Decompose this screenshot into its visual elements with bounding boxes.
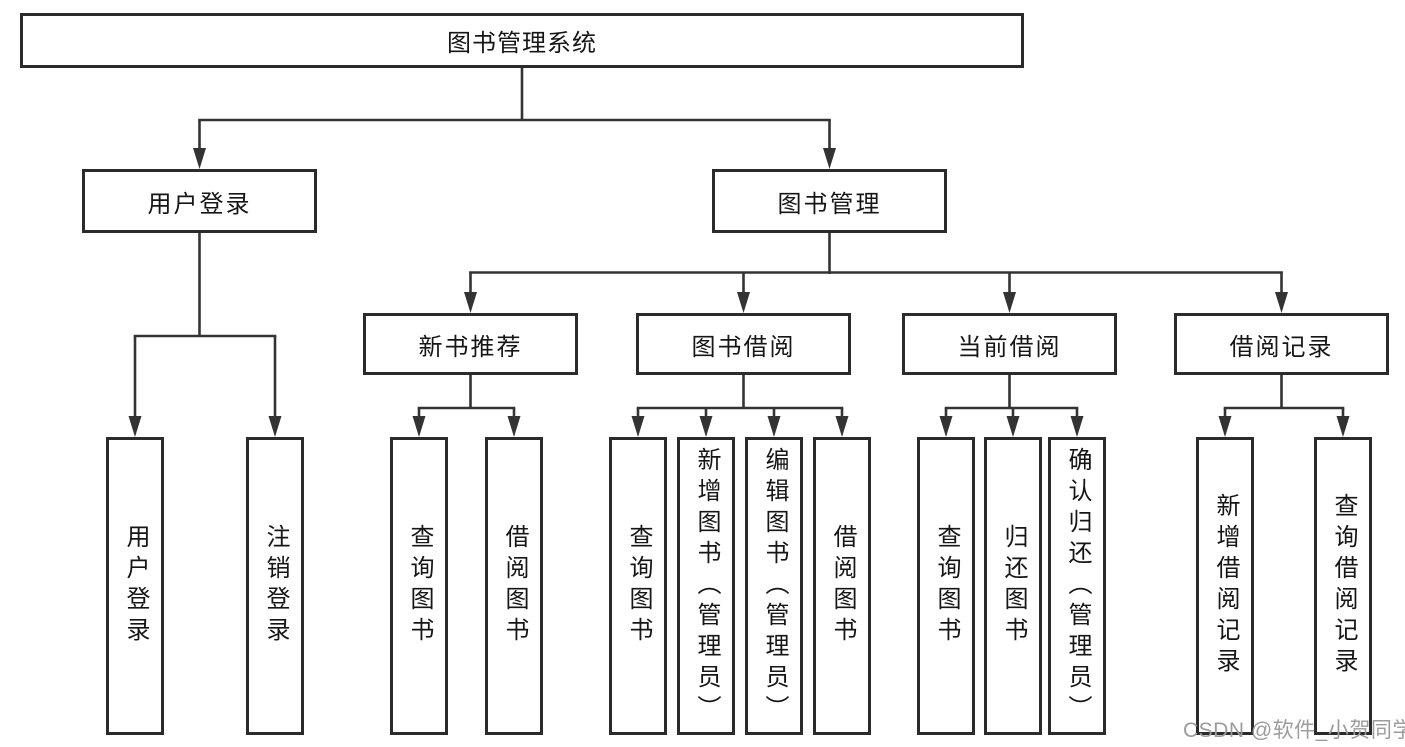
node-leaf-confirm-return-admin: 确认归还（管理员） bbox=[1048, 437, 1106, 735]
node-label: 借阅图书 bbox=[829, 524, 856, 648]
node-label: 借阅图书 bbox=[501, 524, 528, 648]
node-label: 新增借阅记录 bbox=[1212, 493, 1239, 679]
node-label: 图书管理 bbox=[777, 190, 882, 218]
node-leaf-query-book-recommend: 查询图书 bbox=[390, 437, 448, 735]
node-leaf-return-book: 归还图书 bbox=[984, 437, 1042, 735]
node-label: 查询图书 bbox=[933, 524, 960, 648]
node-label: 编辑图书（管理员） bbox=[761, 446, 788, 726]
node-borrow-record: 借阅记录 bbox=[1174, 313, 1389, 375]
node-label: 借阅记录 bbox=[1229, 333, 1334, 361]
node-book-borrow: 图书借阅 bbox=[636, 313, 851, 375]
node-current-borrow: 当前借阅 bbox=[902, 313, 1117, 375]
node-label: 新书推荐 bbox=[418, 333, 523, 361]
node-new-book-recommend: 新书推荐 bbox=[363, 313, 578, 375]
node-label: 图书借阅 bbox=[691, 333, 796, 361]
node-leaf-add-book-admin: 新增图书（管理员） bbox=[677, 437, 735, 735]
node-root-library-system: 图书管理系统 bbox=[20, 13, 1024, 68]
node-leaf-query-book-current: 查询图书 bbox=[917, 437, 975, 735]
node-label: 新增图书（管理员） bbox=[693, 446, 720, 726]
node-leaf-user-login: 用户登录 bbox=[106, 437, 164, 735]
node-label: 图书管理系统 bbox=[447, 30, 597, 57]
node-label: 注销登录 bbox=[262, 524, 289, 648]
node-leaf-query-borrow-record: 查询借阅记录 bbox=[1314, 437, 1372, 735]
node-label: 归还图书 bbox=[1000, 524, 1027, 648]
node-leaf-borrow-book: 借阅图书 bbox=[813, 437, 871, 735]
node-leaf-query-book-borrow: 查询图书 bbox=[609, 437, 667, 735]
node-label: 用户登录 bbox=[122, 524, 149, 648]
node-label: 查询借阅记录 bbox=[1330, 493, 1357, 679]
node-label: 查询图书 bbox=[406, 524, 433, 648]
node-book-management: 图书管理 bbox=[712, 169, 947, 233]
node-label: 确认归还（管理员） bbox=[1064, 446, 1091, 726]
node-user-login: 用户登录 bbox=[82, 169, 317, 233]
node-label: 用户登录 bbox=[147, 190, 252, 218]
node-leaf-borrow-book-recommend: 借阅图书 bbox=[485, 437, 543, 735]
node-leaf-edit-book-admin: 编辑图书（管理员） bbox=[745, 437, 803, 735]
node-leaf-add-borrow-record: 新增借阅记录 bbox=[1196, 437, 1254, 735]
node-leaf-logout: 注销登录 bbox=[246, 437, 304, 735]
node-label: 当前借阅 bbox=[957, 333, 1062, 361]
watermark: CSDN @软件_小贺同学 bbox=[1183, 719, 1405, 742]
node-label: 查询图书 bbox=[625, 524, 652, 648]
